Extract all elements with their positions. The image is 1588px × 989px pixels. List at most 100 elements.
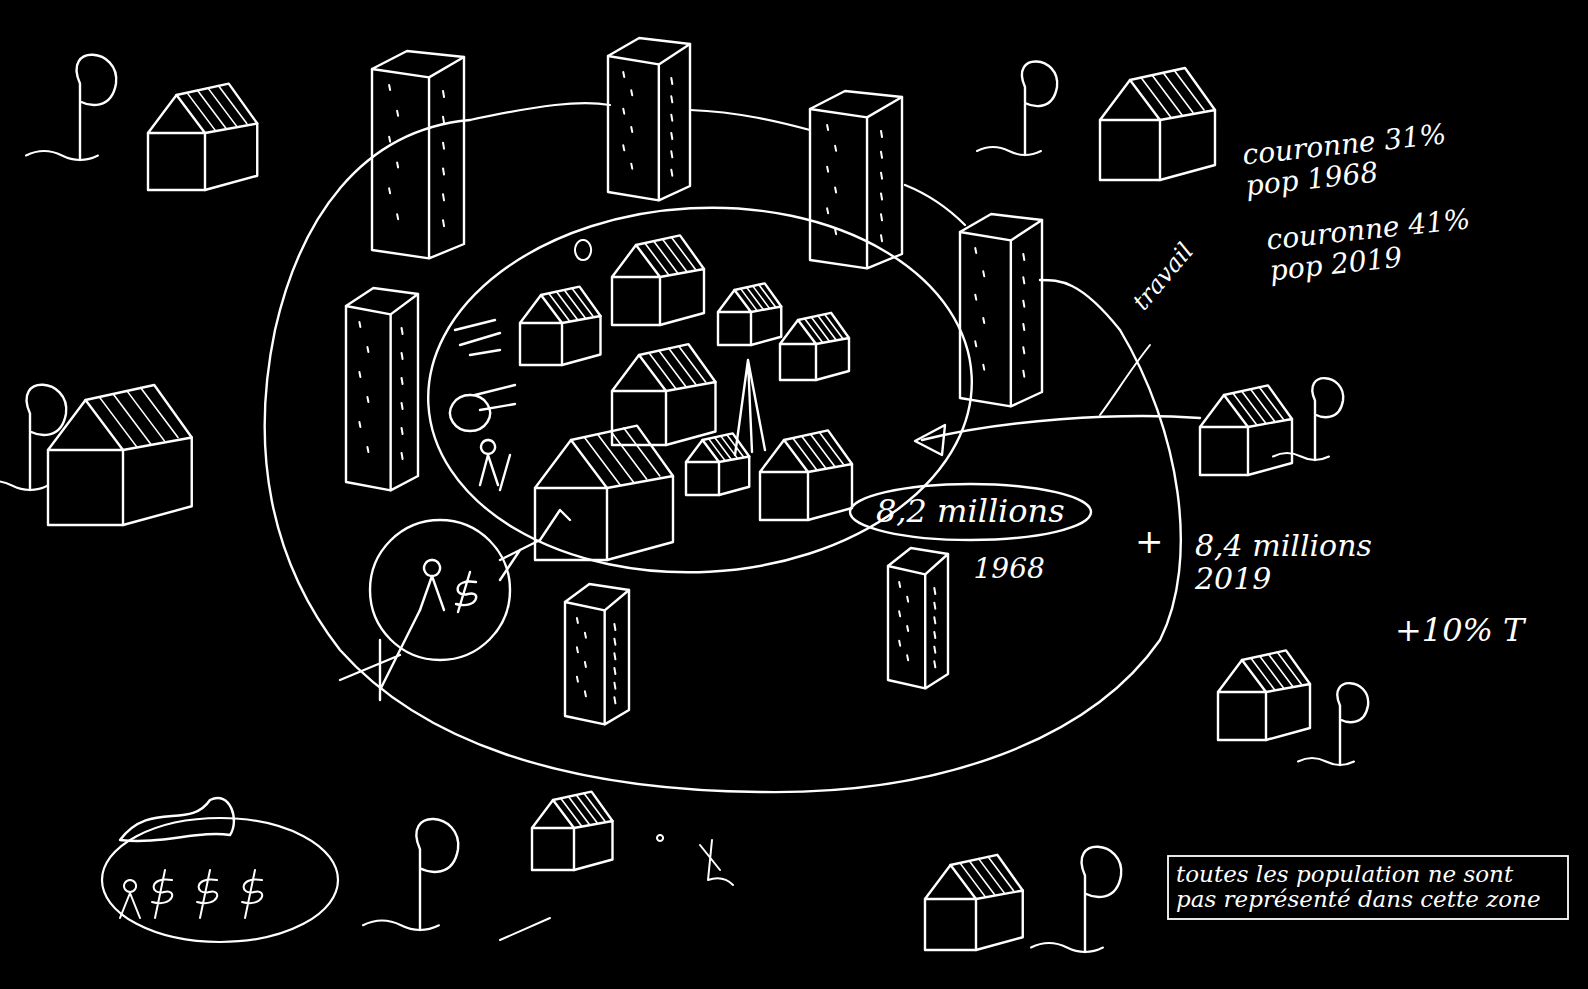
house-gable: [612, 355, 666, 391]
house-wall: [532, 828, 574, 870]
tower-window: [975, 295, 976, 300]
box-outline: [1168, 856, 1568, 919]
tower-body: [960, 220, 1042, 406]
house-gable: [48, 400, 123, 450]
tower-window: [402, 428, 403, 434]
tower-window: [934, 661, 935, 667]
ground-line: [363, 921, 439, 931]
node-text: 8,2 millions: [876, 494, 1065, 529]
flag-mark: [500, 510, 570, 580]
roof-hatch: [671, 237, 695, 269]
house-gable: [1218, 660, 1266, 692]
tower-window: [827, 208, 828, 213]
roof-hatch: [1250, 389, 1274, 421]
tower-window: [631, 164, 632, 169]
house-wall: [1100, 120, 1160, 180]
house-wall: [520, 323, 562, 365]
roof-hatch: [584, 437, 620, 485]
tower-window: [983, 365, 984, 370]
roof-hatch: [597, 434, 633, 482]
house-side: [1248, 419, 1292, 475]
tower-window: [881, 131, 882, 137]
house-gable: [780, 320, 816, 344]
commute-arrow: [922, 416, 1200, 440]
circle-mark: [575, 240, 591, 260]
tree: [1082, 847, 1122, 952]
tower-window: [934, 603, 935, 609]
roof-hatch: [1152, 75, 1182, 115]
tower-window: [671, 78, 672, 84]
tower-top: [810, 91, 902, 117]
tower-window: [983, 318, 984, 323]
tower-window: [614, 624, 615, 630]
tower-window: [359, 422, 360, 427]
handwritten-note: couronne 31% pop 1968: [1238, 117, 1464, 203]
tower-window: [585, 662, 586, 667]
tower-window: [367, 397, 368, 402]
roof-hatch: [187, 93, 216, 131]
tower-body: [810, 97, 902, 268]
house-wall: [1200, 427, 1248, 475]
roof-hatch: [793, 438, 817, 470]
roof-hatch: [818, 316, 836, 340]
house-wall: [1218, 692, 1266, 740]
tower-window: [835, 229, 836, 234]
house-gable: [686, 440, 719, 462]
ground-line: [1031, 943, 1103, 952]
house-side: [574, 821, 613, 870]
tower-body: [608, 44, 690, 200]
node-subtext: 1968: [971, 554, 1048, 585]
tower-window: [585, 633, 586, 638]
roof-hatch: [624, 428, 660, 476]
tower-window: [397, 163, 398, 168]
tower-window: [881, 214, 882, 220]
roof-hatch: [662, 239, 686, 271]
roof-hatch: [715, 437, 732, 459]
tree: [1312, 378, 1343, 460]
house-wall: [612, 391, 666, 445]
handwritten-note: +10% T: [1392, 612, 1527, 649]
scribble-money: [450, 320, 515, 431]
tower-window: [402, 453, 403, 459]
money-circle: [370, 520, 510, 660]
house-side: [816, 338, 849, 380]
ellipse-outline: [850, 484, 1091, 540]
node-text: toutes les population ne sont pas représ…: [1168, 856, 1568, 919]
tower-window: [402, 403, 403, 409]
tower-window: [934, 588, 935, 594]
roof-hatch: [197, 90, 226, 128]
population-ellipse: 8,2 millions1968: [848, 482, 1093, 542]
tower-window: [367, 447, 368, 452]
tower-window: [397, 111, 398, 116]
house-roof: [1130, 68, 1215, 110]
roof-hatch: [218, 86, 247, 124]
tower-window: [671, 96, 672, 102]
tower-window: [359, 372, 360, 377]
tower-window: [402, 378, 403, 384]
roof-hatch: [576, 795, 597, 823]
roof-hatch: [1233, 393, 1257, 425]
tree: [1022, 61, 1057, 155]
tower-window: [671, 133, 672, 139]
roof-hatch: [802, 436, 826, 468]
tower-window: [671, 170, 672, 176]
house-roof: [571, 426, 673, 476]
roof-hatch: [679, 346, 706, 382]
ground-line: [977, 147, 1041, 155]
roof-hatch: [654, 241, 678, 273]
roof-hatch: [649, 353, 676, 389]
tower-window: [402, 353, 403, 359]
house-side: [123, 438, 192, 526]
house-gable: [1100, 80, 1160, 120]
house-side: [562, 316, 601, 365]
tower-window: [623, 109, 624, 114]
tower-window: [614, 653, 615, 659]
house-wall: [48, 450, 123, 525]
house-gable: [760, 440, 808, 472]
roof-hatch: [747, 287, 764, 309]
person-crossed: [340, 610, 420, 700]
tower-window: [614, 697, 615, 703]
church-spire: [735, 360, 765, 455]
tower-window: [443, 143, 444, 149]
tower-window: [1022, 371, 1025, 377]
